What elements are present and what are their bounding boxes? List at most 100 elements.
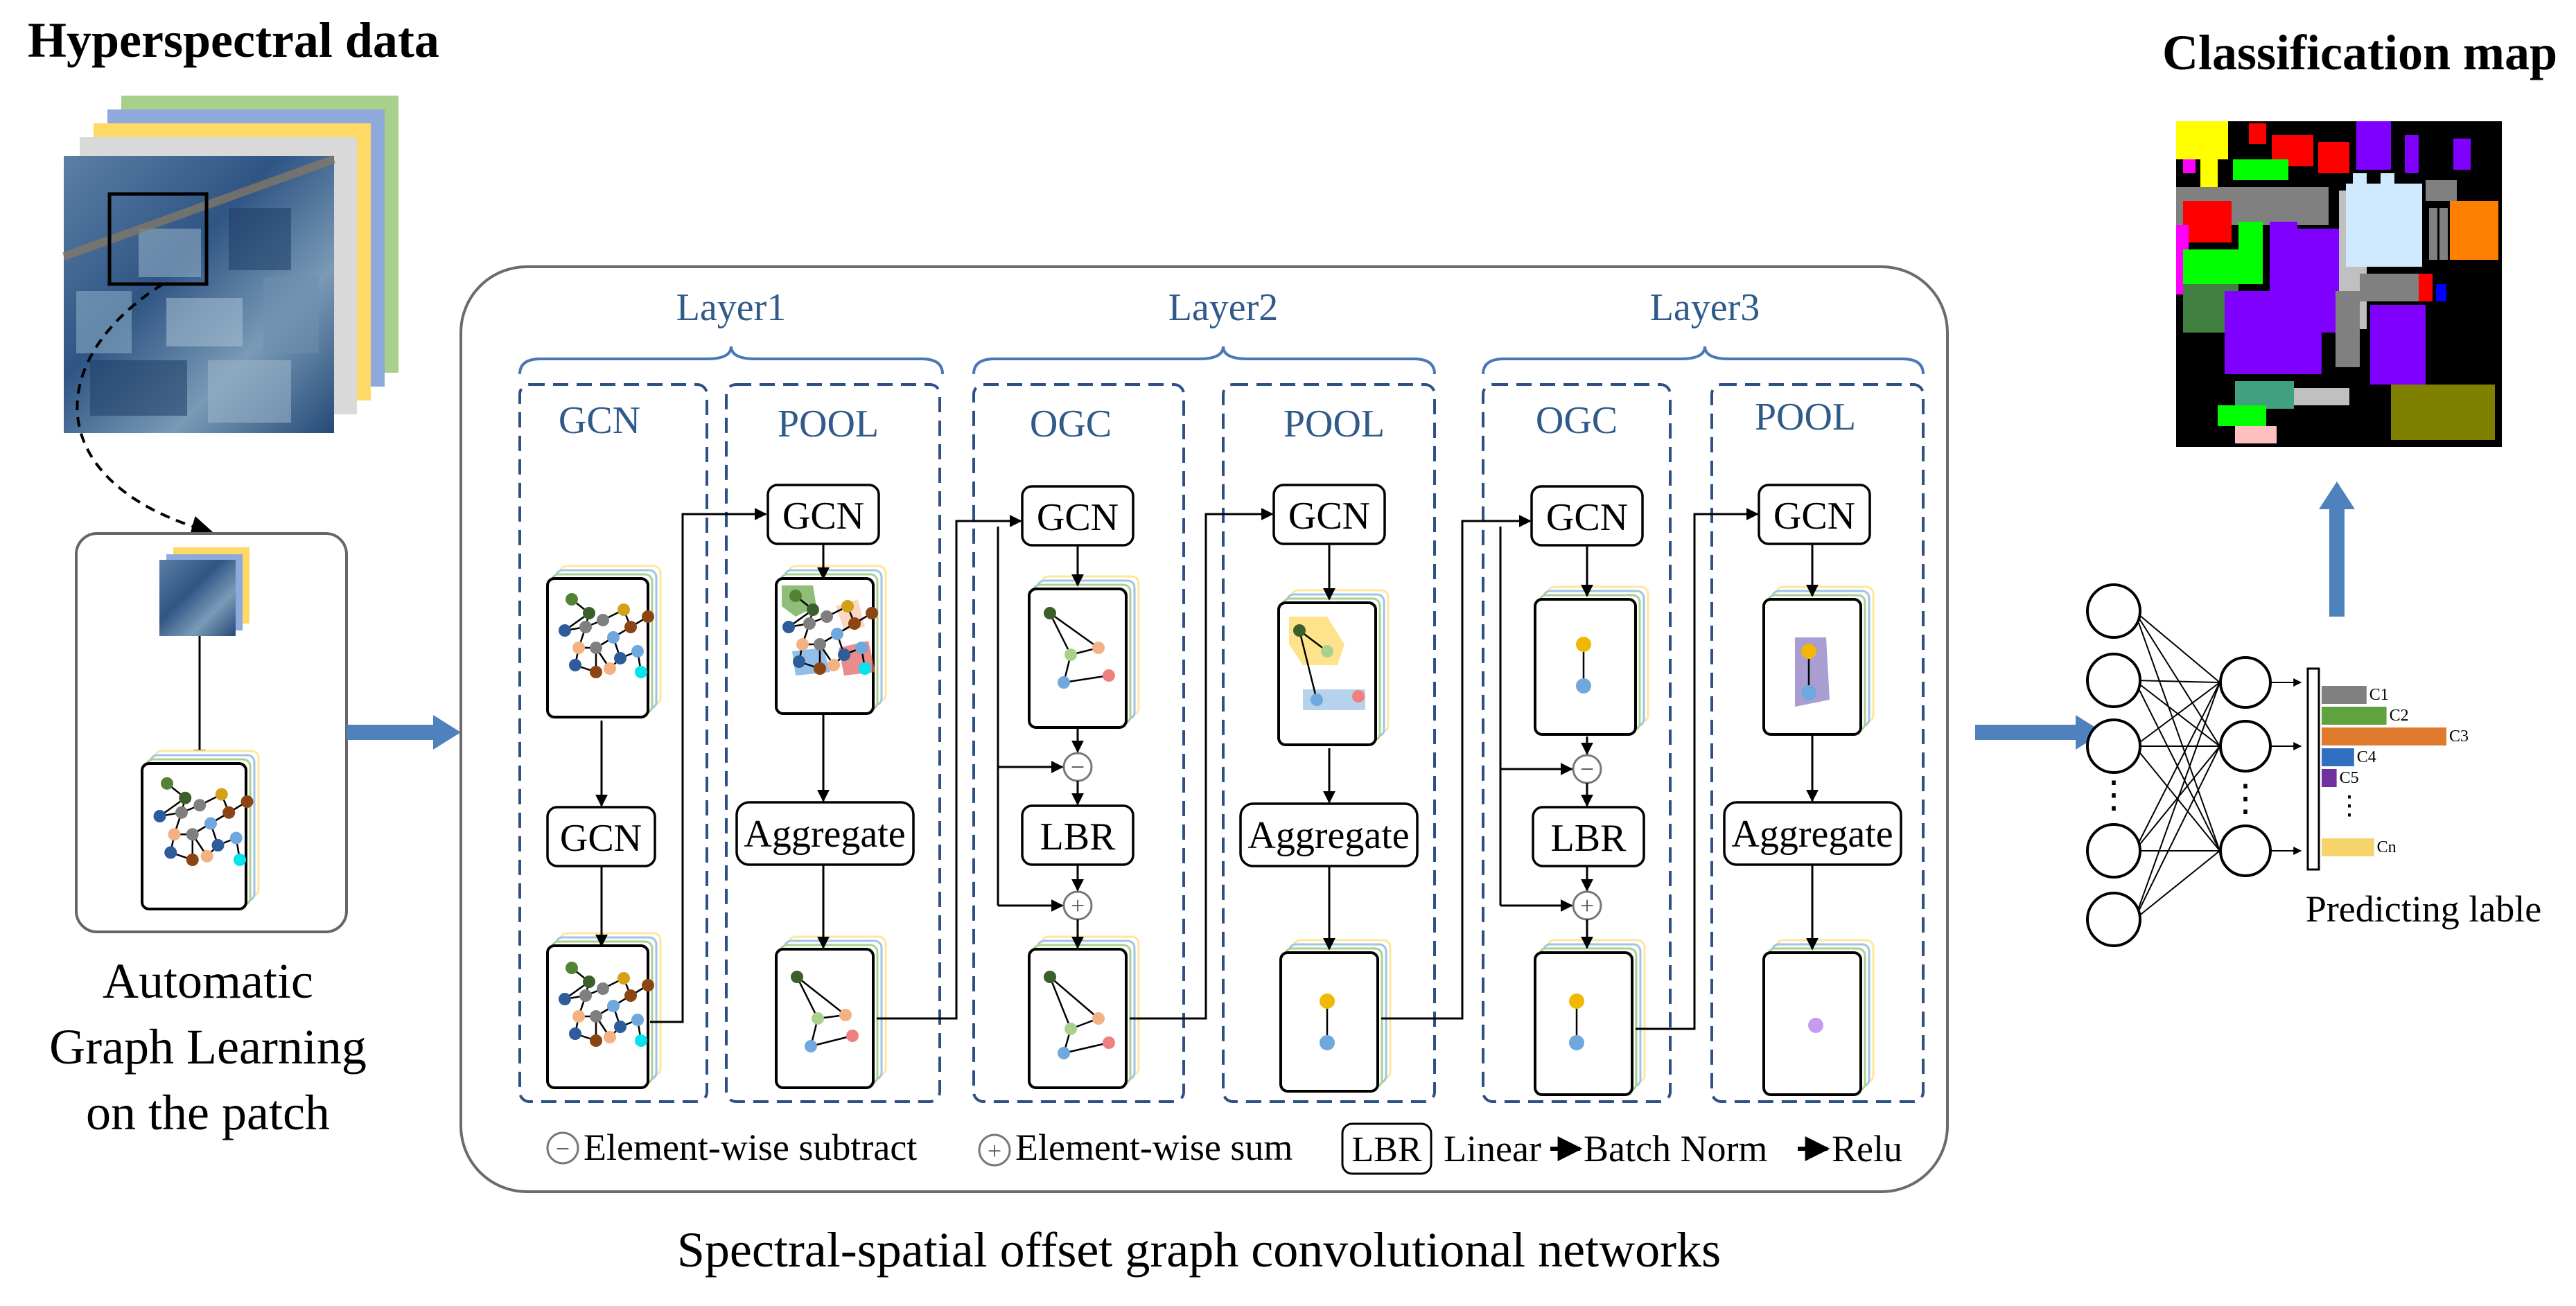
legend-sum-sym: + xyxy=(988,1137,1001,1165)
lbr-label-ogc3: LBR xyxy=(1551,817,1627,860)
graph-node xyxy=(624,989,637,1002)
legend: − Element-wise subtract + Element-wise s… xyxy=(546,1122,1902,1175)
network-frame xyxy=(459,265,1949,1193)
graph-node xyxy=(607,1000,620,1012)
skip-connections xyxy=(997,527,1573,912)
mlp-hidden-node xyxy=(2219,720,2272,773)
graph-node xyxy=(604,1031,616,1043)
graph-node xyxy=(186,854,199,866)
col-pool1-box xyxy=(725,383,941,1103)
legend-subtract-text: Element-wise subtract xyxy=(584,1127,917,1168)
graph-node xyxy=(1058,1047,1070,1059)
graph-node xyxy=(590,1034,602,1047)
graph-node xyxy=(597,614,609,626)
legend-batch-text: Batch Norm xyxy=(1584,1128,1767,1170)
lbr-label-ogc2: LBR xyxy=(1040,815,1116,858)
patch-dashed-arrow xyxy=(76,283,214,538)
graph-node xyxy=(569,659,581,671)
graph-node xyxy=(848,617,861,630)
col-pool1-header: POOL xyxy=(778,403,879,445)
subtract-sym-ogc3: − xyxy=(1580,755,1594,783)
prediction-bar-c5 xyxy=(2322,769,2337,787)
column-boxes xyxy=(518,383,1925,1103)
graph-node xyxy=(617,972,630,985)
graph-node xyxy=(859,662,871,675)
graph-edge xyxy=(1049,612,1072,655)
graph-node xyxy=(193,799,207,812)
col-ogc3-box xyxy=(1482,383,1672,1103)
gcn-label-col1: GCN xyxy=(560,817,642,860)
mlp-input-nodes xyxy=(2086,583,2141,947)
sum-sym-ogc2: + xyxy=(1071,892,1085,919)
patch-thumbnail xyxy=(159,547,249,636)
aggregate-label-pool2: Aggregate xyxy=(1247,814,1409,857)
graph-node xyxy=(1311,694,1323,706)
graph-edge xyxy=(1063,674,1110,684)
graph-node xyxy=(791,971,803,983)
graph-node xyxy=(1320,1035,1335,1050)
softmax-bar xyxy=(2306,667,2320,871)
graph-node xyxy=(559,624,571,637)
graph-stack-pool3-out xyxy=(1762,939,1875,1096)
graph-node xyxy=(1293,624,1306,637)
legend-relu-text: Relu xyxy=(1832,1128,1902,1170)
mlp-input-node xyxy=(2086,718,2141,774)
column-connectors xyxy=(650,508,1759,1030)
graph-node xyxy=(1569,1035,1584,1050)
classification-map xyxy=(2176,121,2502,447)
graph-node xyxy=(559,993,571,1005)
graph-edge xyxy=(1049,976,1099,1019)
graph-node xyxy=(805,1040,817,1052)
graph-node xyxy=(215,788,228,801)
graph-edge xyxy=(1298,630,1318,700)
graph-node xyxy=(566,593,578,606)
layer1-brace xyxy=(518,346,944,375)
graph-stack-pool3-cluster xyxy=(1762,585,1875,736)
graph-node xyxy=(1352,690,1365,703)
flow-arrow-left xyxy=(347,715,461,750)
patch-selection-box xyxy=(107,192,209,286)
graph-node xyxy=(782,621,795,633)
graph-node xyxy=(572,642,585,654)
col-ogc2-box xyxy=(972,383,1185,1103)
graph-node xyxy=(234,854,246,866)
legend-lbr-box xyxy=(1341,1122,1432,1175)
prediction-label-c5: C5 xyxy=(2340,769,2359,787)
gcn-label-pool1: GCN xyxy=(782,495,864,538)
graph-node xyxy=(1801,685,1816,700)
graph-node xyxy=(179,791,192,804)
layer3-label: Layer3 xyxy=(1650,286,1760,329)
prediction-label-c4: C4 xyxy=(2357,748,2376,766)
graph-node xyxy=(1044,971,1056,983)
aggregate-label-pool1: Aggregate xyxy=(744,813,905,856)
graph-stack-ogc3-in xyxy=(1534,585,1649,736)
graph-frame xyxy=(1534,951,1633,1096)
graph-node xyxy=(164,846,177,859)
graph-node xyxy=(831,628,843,640)
graph-node xyxy=(841,600,854,612)
graph-node xyxy=(1103,1036,1115,1049)
auto-graph-label-3: on the patch xyxy=(86,1085,330,1140)
mlp-input-ellipsis: ⋮ xyxy=(2095,774,2132,815)
graph-frame xyxy=(1534,598,1637,736)
graph-node xyxy=(1321,645,1333,658)
graph-node xyxy=(168,828,181,841)
mlp-input-node xyxy=(2086,583,2141,639)
graph-node xyxy=(583,976,595,988)
hyperspectral-cube xyxy=(62,96,398,433)
graph-node xyxy=(1044,607,1056,619)
graph-node xyxy=(161,777,173,790)
graph-node xyxy=(814,662,826,675)
graph-node xyxy=(1058,676,1070,689)
graph-node xyxy=(807,603,819,616)
mlp-edges xyxy=(2134,610,2220,920)
graph-node xyxy=(240,795,254,808)
graph-node xyxy=(186,828,199,841)
graph-node xyxy=(1103,669,1115,682)
graph-node xyxy=(614,652,627,664)
graph-node xyxy=(597,982,609,995)
flow-arrow-right xyxy=(1975,715,2103,750)
aggregate-box-pool1 xyxy=(735,801,915,866)
gcn-label-ogc3: GCN xyxy=(1546,496,1628,539)
